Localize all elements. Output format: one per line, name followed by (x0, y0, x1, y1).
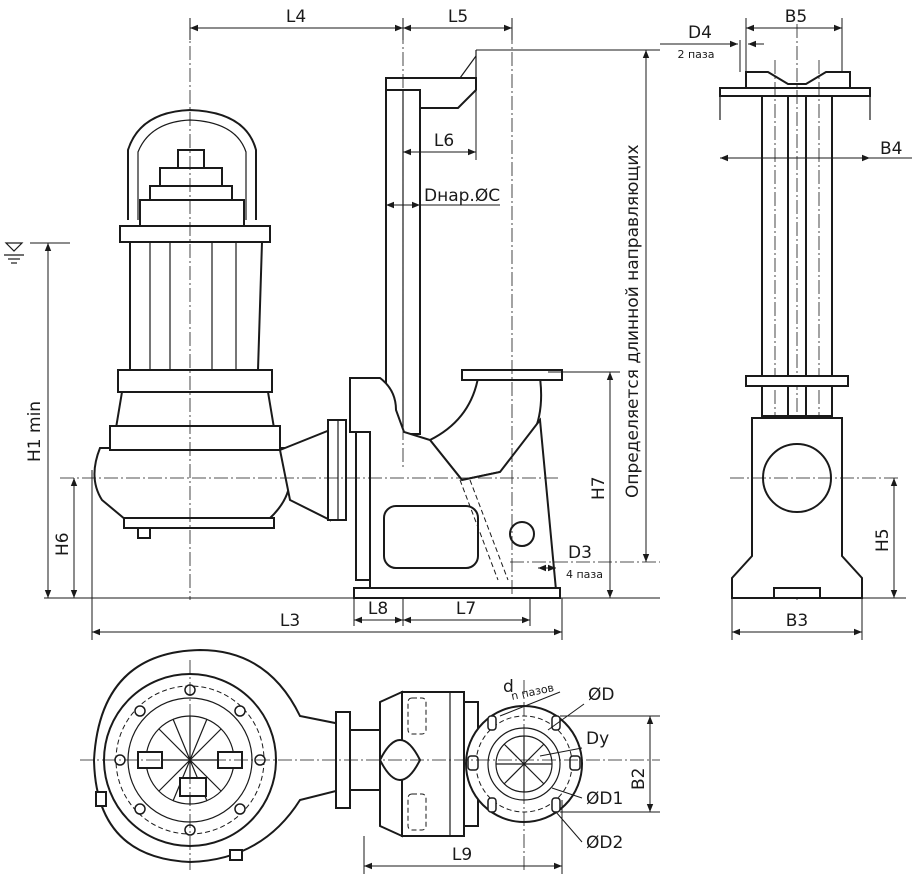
coupling-stand (355, 431, 371, 581)
label-H5: H5 (873, 528, 893, 552)
label-B3: B3 (786, 611, 808, 631)
label-L3: L3 (280, 611, 300, 631)
label-L8: L8 (368, 599, 388, 619)
top-view: d n пазов ØD Dy ØD1 ØD2 B2 L9 (80, 648, 660, 874)
top-bracket (385, 77, 477, 109)
label-L9: L9 (452, 845, 472, 865)
label-H6: H6 (53, 532, 73, 556)
water-level-icon (4, 242, 24, 264)
label-L7: L7 (456, 599, 476, 619)
label-D3: D3 (568, 543, 592, 563)
bolt-circle (114, 684, 266, 836)
side-view: B5 D4 2 паза B4 H5 B3 (660, 7, 912, 640)
lifting-handle (127, 108, 257, 220)
label-guide-note: Определяется длинной направляющих (623, 144, 643, 498)
label-H7: H7 (589, 476, 609, 500)
label-OD: ØD (588, 685, 614, 705)
volute-casing (93, 447, 291, 521)
label-OD1: ØD1 (586, 789, 623, 809)
label-B2: B2 (629, 768, 649, 790)
label-L4: L4 (286, 7, 306, 27)
label-Dy: Dy (586, 729, 609, 749)
label-D4-note: 2 паза (677, 48, 714, 61)
label-OD2: ØD2 (586, 833, 623, 853)
label-n-slots: n пазов (510, 681, 555, 703)
label-D3-note: 4 паза (566, 568, 603, 581)
label-D4: D4 (688, 23, 712, 43)
label-dnar: Dнар.ØC (424, 186, 500, 206)
label-B5: B5 (785, 7, 807, 27)
label-B4: B4 (880, 139, 902, 159)
label-L6: L6 (434, 131, 454, 151)
label-H1: H1 min (25, 401, 45, 462)
label-d: d (503, 677, 514, 697)
front-view: L4 L5 L6 Dнар.ØC Определяется длинной на… (4, 7, 660, 640)
label-L5: L5 (448, 7, 468, 27)
flange-slots (467, 715, 581, 813)
